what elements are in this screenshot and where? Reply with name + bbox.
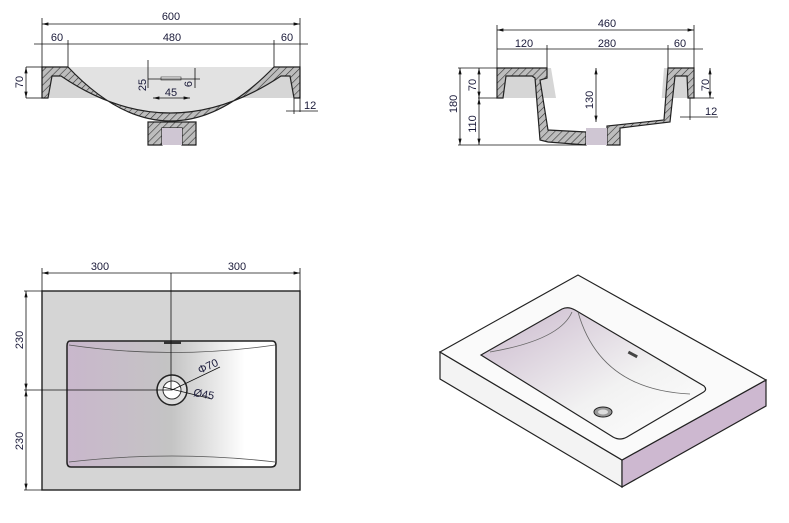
dim-drain-45: Ø45 <box>192 387 215 402</box>
dim-230-bottom: 230 <box>14 432 26 450</box>
front-hatched-wall <box>41 66 301 122</box>
side-section-view: 460 120 280 60 180 70 110 130 70 12 <box>448 18 718 146</box>
dim-230-top: 230 <box>14 331 26 349</box>
dim-300-left: 300 <box>91 261 109 273</box>
plan-view: 300 300 230 230 Φ70 Ø45 <box>14 261 301 491</box>
dim-180: 180 <box>448 95 460 113</box>
dim-480: 480 <box>163 32 181 44</box>
dim-45: 45 <box>165 87 177 99</box>
dim-60-left: 60 <box>51 32 63 44</box>
iso-basin <box>479 307 707 440</box>
dim-70: 70 <box>14 76 26 88</box>
dim-600: 600 <box>162 11 180 23</box>
isometric-view <box>438 274 768 489</box>
side-hatched-back-wall <box>496 67 587 146</box>
dim-460: 460 <box>598 18 616 30</box>
dim-12: 12 <box>304 100 316 112</box>
dim-12: 12 <box>705 106 717 118</box>
dim-60-right: 60 <box>281 32 293 44</box>
dim-300-right: 300 <box>228 261 246 273</box>
dim-70-right: 70 <box>700 79 712 91</box>
dim-60: 60 <box>674 38 686 50</box>
dim-25: 25 <box>137 79 149 91</box>
dim-6: 6 <box>183 81 195 87</box>
overflow-slot <box>160 76 182 81</box>
dim-110: 110 <box>467 115 479 133</box>
dim-280: 280 <box>598 38 616 50</box>
front-section-view: 600 60 480 60 70 12 25 45 6 <box>14 11 318 146</box>
dim-130: 130 <box>584 91 596 109</box>
drain-pipe <box>162 128 182 145</box>
dim-70-left: 70 <box>467 79 479 91</box>
dim-120: 120 <box>515 38 533 50</box>
